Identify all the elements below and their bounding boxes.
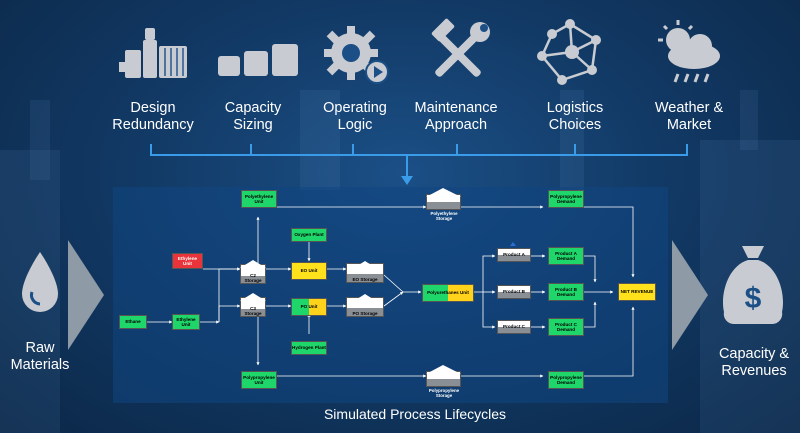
polypropylene-demand-bottom-box: Polypropylene Demand xyxy=(548,371,584,389)
bracket-tick xyxy=(250,144,252,154)
product-b-demand-box: Product B Demand xyxy=(548,283,584,301)
background-tower xyxy=(30,100,50,180)
bracket-horizontal xyxy=(150,154,688,156)
factor-label-operating-logic: Operating Logic xyxy=(323,100,387,133)
money-bag-icon: $ xyxy=(723,246,783,325)
net-revenue-box: NET REVENUE xyxy=(618,283,656,301)
background-tower xyxy=(300,90,340,190)
ethylene-unit-red-box: Ethylene Unit xyxy=(172,253,203,269)
polypropylene-demand-top-box: Polypropylene Demand xyxy=(548,190,584,208)
factor-label-maintenance-approach: Maintenance Approach xyxy=(414,100,498,133)
bracket-tick xyxy=(686,144,688,154)
hydrogen-plant-box: Hydrogen Plant xyxy=(291,341,327,355)
network-icon xyxy=(522,18,618,88)
bracket-tick xyxy=(352,144,354,154)
cylinders-icon xyxy=(210,18,306,88)
bracket-down-line xyxy=(406,156,408,178)
bracket-tick xyxy=(456,144,458,154)
bracket-tick xyxy=(150,144,152,154)
right-chevron-arrow xyxy=(672,240,708,350)
left-chevron-arrow xyxy=(68,240,104,350)
po-unit-box: PO Unit xyxy=(291,298,327,316)
weather-icon xyxy=(642,18,738,88)
eo-unit-box: EO Unit xyxy=(291,262,327,280)
polyethylene-unit-box: Polyethylene Unit xyxy=(241,190,277,208)
factory-icon xyxy=(105,18,201,88)
hammer-wrench-icon xyxy=(410,18,506,88)
product-c-box: Product C xyxy=(497,320,531,334)
product-a-demand-box: Product A Demand xyxy=(548,247,584,265)
capacity-revenues-label: Capacity & Revenues xyxy=(718,346,790,379)
product-b-box: Product B xyxy=(497,285,531,299)
polypropylene-unit-box: Polypropylene Unit xyxy=(241,371,277,389)
factor-label-capacity-sizing: Capacity Sizing xyxy=(224,100,282,133)
polyethylene-storage-label: Polyethylene Storage xyxy=(430,211,458,221)
ethane-box: Ethane xyxy=(119,315,147,329)
droplet-icon xyxy=(22,252,58,312)
oxygen-plant-box: Oxygen Plant xyxy=(291,228,327,242)
raw-materials-label: Raw Materials xyxy=(10,340,70,373)
bracket-arrow-head xyxy=(401,176,413,185)
background-tower xyxy=(560,90,584,190)
product-c-demand-box: Product C Demand xyxy=(548,318,584,336)
product-a-box: Product A xyxy=(497,248,531,262)
ethylene-unit-box: Ethylene Unit xyxy=(172,314,200,330)
background-tower xyxy=(740,90,758,150)
svg-text:$: $ xyxy=(745,282,762,315)
polyurethanes-unit-box: Polyurethanes Unit xyxy=(422,284,474,302)
factor-label-design-redundancy: Design Redundancy xyxy=(112,100,194,133)
bracket-tick xyxy=(574,144,576,154)
gear-play-icon xyxy=(307,18,403,88)
factor-label-weather-market: Weather & Market xyxy=(654,100,724,133)
polypropylene-storage-label: Polypropylene Storage xyxy=(428,388,460,398)
factor-label-logistics-choices: Logistics Choices xyxy=(546,100,604,133)
panel-caption: Simulated Process Lifecycles xyxy=(323,406,507,422)
flow-connectors xyxy=(147,205,635,378)
